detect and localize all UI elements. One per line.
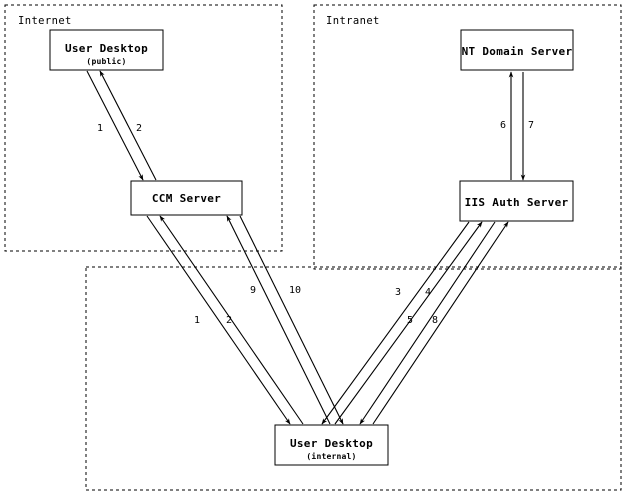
node-user-desktop-public[interactable]: User Desktop (public) [49, 29, 164, 71]
node-title: CCM Server [152, 192, 221, 205]
node-title: IIS Auth Server [465, 196, 569, 209]
node-title: NT Domain Server [462, 45, 573, 58]
flow-line-1b [146, 215, 291, 425]
flow-label-6: 6 [500, 120, 506, 131]
flow-label-1: 1 [97, 123, 103, 134]
flow-step-labels: 1 2 1 2 9 10 3 4 5 8 6 7 [97, 120, 534, 326]
zone-intranet-boundary [313, 4, 622, 270]
zone-internet-boundary [4, 4, 283, 252]
flow-arrows [86, 70, 526, 425]
node-box [130, 180, 243, 216]
node-ccm-server[interactable]: CCM Server [130, 180, 243, 216]
node-box [459, 180, 574, 222]
node-title: User Desktop [290, 437, 373, 450]
flow-line-3 [321, 221, 470, 425]
flow-line-2b [159, 215, 304, 425]
flow-label-5: 5 [407, 315, 413, 326]
flow-label-7: 7 [528, 120, 534, 131]
flow-label-10: 10 [289, 285, 301, 296]
flow-label-2b: 2 [226, 315, 232, 326]
flow-label-1b: 1 [194, 315, 200, 326]
flow-line-5 [359, 221, 496, 425]
node-subtitle: (public) [86, 56, 126, 66]
flow-line-4 [334, 221, 483, 425]
flow-label-8: 8 [432, 315, 438, 326]
node-user-desktop-internal[interactable]: User Desktop (internal) [274, 424, 389, 466]
node-iis-auth-server[interactable]: IIS Auth Server [459, 180, 574, 222]
zone-label-intranet: Intranet [326, 15, 380, 27]
flow-label-2: 2 [136, 123, 142, 134]
node-nt-domain-server[interactable]: NT Domain Server [460, 29, 574, 71]
node-box [274, 424, 389, 466]
flow-line-10 [239, 215, 344, 425]
flow-label-9: 9 [250, 285, 256, 296]
node-title: User Desktop [65, 42, 148, 55]
nodes: User Desktop (public) CCM Server NT Doma… [49, 29, 574, 466]
zone-boundaries [4, 4, 622, 491]
node-subtitle: (internal) [306, 451, 356, 461]
flow-label-3: 3 [395, 287, 401, 298]
zone-internal-boundary [85, 266, 622, 491]
flow-line-8 [372, 221, 509, 425]
flow-line-2 [99, 70, 157, 181]
zone-label-internet: Internet [18, 15, 72, 27]
flow-line-9 [226, 215, 331, 425]
flow-label-4: 4 [425, 287, 431, 298]
node-box [460, 29, 574, 71]
node-box [49, 29, 164, 71]
flow-line-1 [86, 70, 144, 181]
